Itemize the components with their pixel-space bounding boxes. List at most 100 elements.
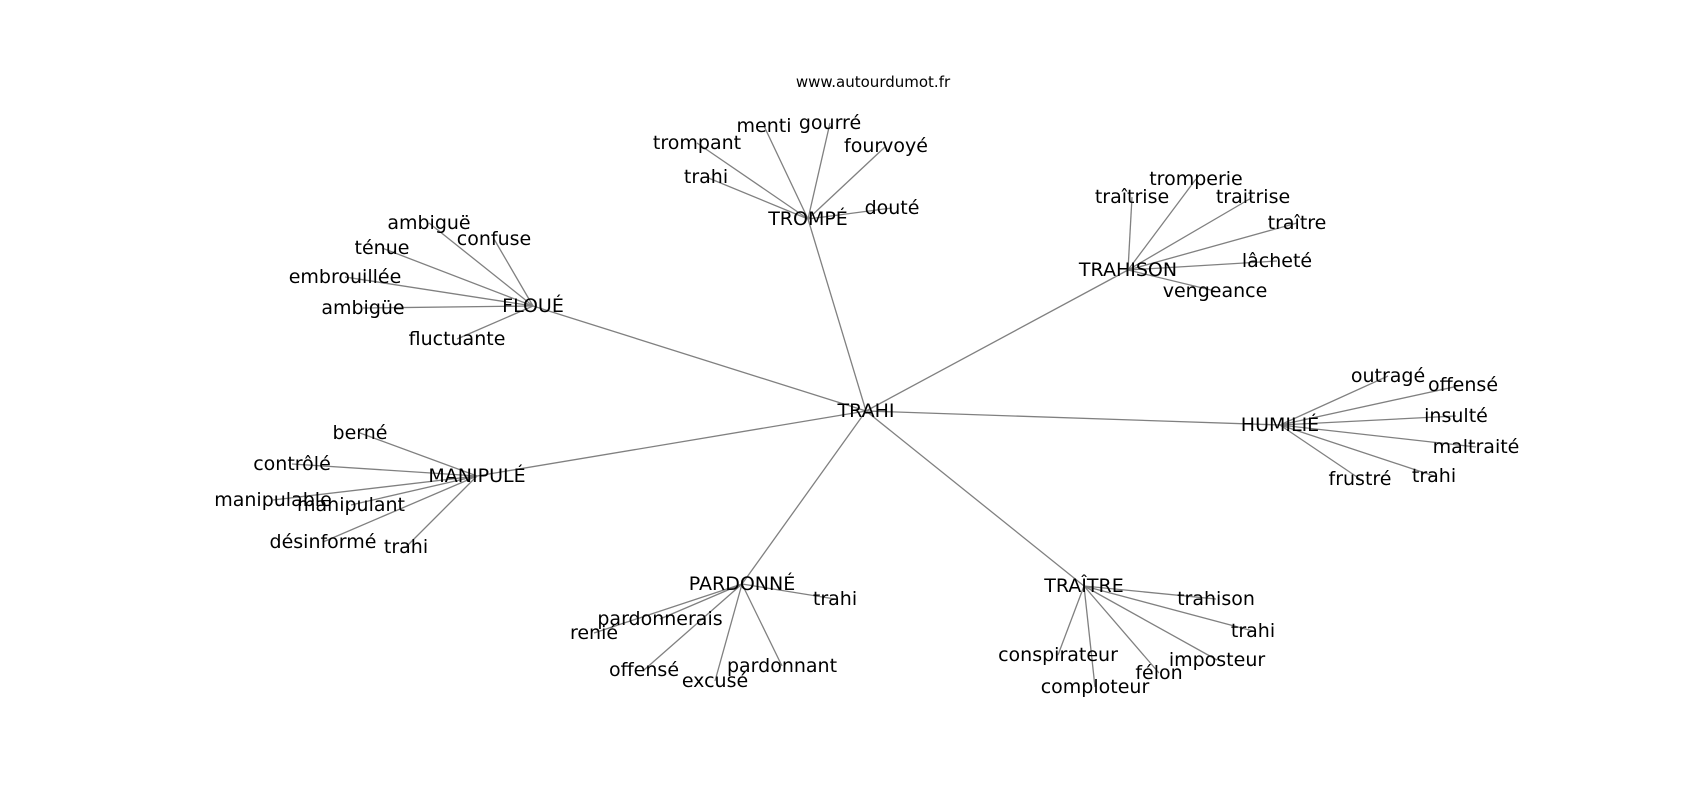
edge-trompe-leaf-4 (705, 176, 809, 220)
leaf-node-floue-5[interactable]: fluctuante (409, 328, 506, 350)
edge-manipule-leaf-2 (272, 475, 478, 501)
leaf-node-pardonne-1[interactable]: pardonnerais (597, 608, 722, 630)
edge-traitre-leaf-5 (1083, 585, 1096, 688)
hub-node-manipule[interactable]: MANIPULÉ (428, 464, 525, 487)
leaf-node-manipule-0[interactable]: berné (333, 422, 388, 444)
leaf-node-manipule-2[interactable]: manipulable (214, 489, 332, 511)
edge-floue-leaf-1 (493, 238, 534, 307)
edge-pardonne-leaf-5 (741, 583, 783, 667)
leaf-node-floue-4[interactable]: ambigüe (321, 297, 404, 319)
leaf-node-trahison-4[interactable]: lâcheté (1242, 250, 1312, 272)
leaf-node-manipule-1[interactable]: contrôlé (253, 453, 331, 475)
leaf-node-manipule-4[interactable]: désinformé (270, 531, 377, 553)
edge-humilie-leaf-3 (1279, 424, 1477, 448)
leaf-node-trahison-1[interactable]: traîtrise (1095, 186, 1169, 208)
leaf-node-trahison-2[interactable]: traitrise (1216, 186, 1290, 208)
edge-center-trahison (865, 269, 1129, 412)
leaf-node-floue-0[interactable]: ambiguë (387, 212, 470, 234)
leaf-node-floue-1[interactable]: confuse (457, 228, 531, 250)
leaf-node-trahison-5[interactable]: vengeance (1163, 280, 1268, 302)
edge-humilie-leaf-1 (1279, 384, 1464, 426)
edge-manipule-leaf-0 (359, 432, 478, 477)
edge-floue-leaf-4 (362, 305, 534, 309)
edge-trahison-leaf-4 (1127, 260, 1278, 271)
leaf-node-manipule-3[interactable]: manipulant (297, 494, 405, 516)
edge-pardonne-leaf-4 (714, 583, 743, 682)
edge-humilie-leaf-4 (1279, 424, 1435, 477)
leaf-node-traitre-3[interactable]: félon (1135, 662, 1182, 684)
leaf-node-pardonne-3[interactable]: offensé (609, 659, 679, 681)
leaf-node-humilie-0[interactable]: outragé (1351, 365, 1425, 387)
leaf-node-trompe-4[interactable]: trahi (684, 166, 728, 188)
edge-center-traitre (865, 410, 1085, 587)
edge-manipule-leaf-5 (405, 475, 478, 548)
leaf-node-trompe-0[interactable]: trompant (653, 132, 741, 154)
edge-center-floue (532, 305, 867, 412)
leaf-node-trompe-1[interactable]: menti (737, 115, 792, 137)
edge-trompe-leaf-3 (807, 145, 887, 220)
edge-trahison-leaf-2 (1127, 196, 1254, 271)
leaf-node-traitre-2[interactable]: imposteur (1169, 649, 1266, 671)
edge-manipule-leaf-3 (350, 475, 478, 506)
hub-node-trahison[interactable]: TRAHISON (1078, 259, 1177, 281)
leaf-node-trahison-0[interactable]: tromperie (1149, 168, 1243, 190)
leaf-node-trompe-5[interactable]: douté (865, 197, 920, 219)
leaf-node-humilie-1[interactable]: offensé (1428, 374, 1498, 396)
leaf-node-trahison-3[interactable]: traître (1268, 212, 1327, 234)
edge-center-humilie (865, 410, 1281, 426)
edge-trahison-leaf-3 (1127, 222, 1298, 271)
leaf-node-trompe-3[interactable]: fourvoyé (844, 135, 928, 157)
edge-trahison-leaf-1 (1127, 196, 1133, 271)
leaf-node-pardonne-4[interactable]: excusé (682, 670, 748, 692)
leaf-node-humilie-2[interactable]: insulté (1424, 405, 1488, 427)
edge-traitre-leaf-3 (1083, 585, 1160, 674)
hub-node-pardonne[interactable]: PARDONNÉ (689, 572, 795, 595)
hub-node-trompe[interactable]: TROMPÉ (767, 207, 848, 230)
hub-node-humilie[interactable]: HUMILIÉ (1241, 413, 1319, 436)
edge-trompe-leaf-0 (696, 142, 809, 220)
leaf-node-pardonne-2[interactable]: renié (570, 622, 618, 644)
edge-pardonne-leaf-2 (593, 583, 743, 634)
edge-floue-leaf-3 (344, 276, 534, 307)
source-label: www.autourdumot.fr (796, 73, 951, 91)
edge-pardonne-leaf-0 (741, 583, 836, 600)
center-node[interactable]: TRAHI (837, 400, 895, 422)
edge-floue-leaf-2 (381, 247, 534, 307)
leaf-node-humilie-5[interactable]: frustré (1329, 468, 1392, 490)
edge-pardonne-leaf-1 (659, 583, 743, 620)
leaf-node-traitre-5[interactable]: comploteur (1041, 676, 1150, 698)
leaf-node-humilie-3[interactable]: maltraité (1433, 436, 1520, 458)
edge-center-pardonne (741, 410, 867, 585)
edge-pardonne-leaf-3 (643, 583, 743, 671)
edge-traitre-leaf-2 (1083, 585, 1218, 661)
edge-center-manipule (476, 410, 867, 477)
edge-trompe-leaf-2 (807, 122, 831, 220)
leaf-node-traitre-0[interactable]: trahison (1177, 588, 1255, 610)
leaf-node-manipule-5[interactable]: trahi (384, 536, 428, 558)
leaf-node-pardonne-5[interactable]: pardonnant (727, 655, 837, 677)
edge-trompe-leaf-1 (763, 125, 809, 220)
hub-node-traitre[interactable]: TRAÎTRE (1043, 574, 1123, 597)
edge-center-trompe (807, 218, 867, 412)
edge-floue-leaf-0 (428, 222, 534, 307)
leaf-node-traitre-4[interactable]: conspirateur (998, 644, 1118, 666)
leaf-node-floue-2[interactable]: ténue (355, 237, 410, 259)
leaf-node-floue-3[interactable]: embrouillée (289, 266, 402, 288)
hub-node-floue[interactable]: FLOUÉ (502, 294, 564, 317)
edge-traitre-leaf-4 (1057, 585, 1085, 656)
leaf-node-traitre-1[interactable]: trahi (1231, 620, 1275, 642)
graph-edges (272, 122, 1477, 688)
leaf-node-pardonne-0[interactable]: trahi (813, 588, 857, 610)
edge-traitre-leaf-0 (1083, 585, 1217, 600)
edge-trahison-leaf-5 (1127, 269, 1216, 292)
edge-humilie-leaf-2 (1279, 415, 1457, 426)
leaf-node-trompe-2[interactable]: gourré (799, 112, 861, 134)
leaf-node-humilie-4[interactable]: trahi (1412, 465, 1456, 487)
edge-floue-leaf-5 (456, 305, 534, 340)
edge-humilie-leaf-5 (1279, 424, 1361, 480)
edge-trahison-leaf-0 (1127, 178, 1197, 271)
edge-manipule-leaf-4 (322, 475, 478, 543)
edge-trompe-leaf-5 (807, 207, 893, 220)
